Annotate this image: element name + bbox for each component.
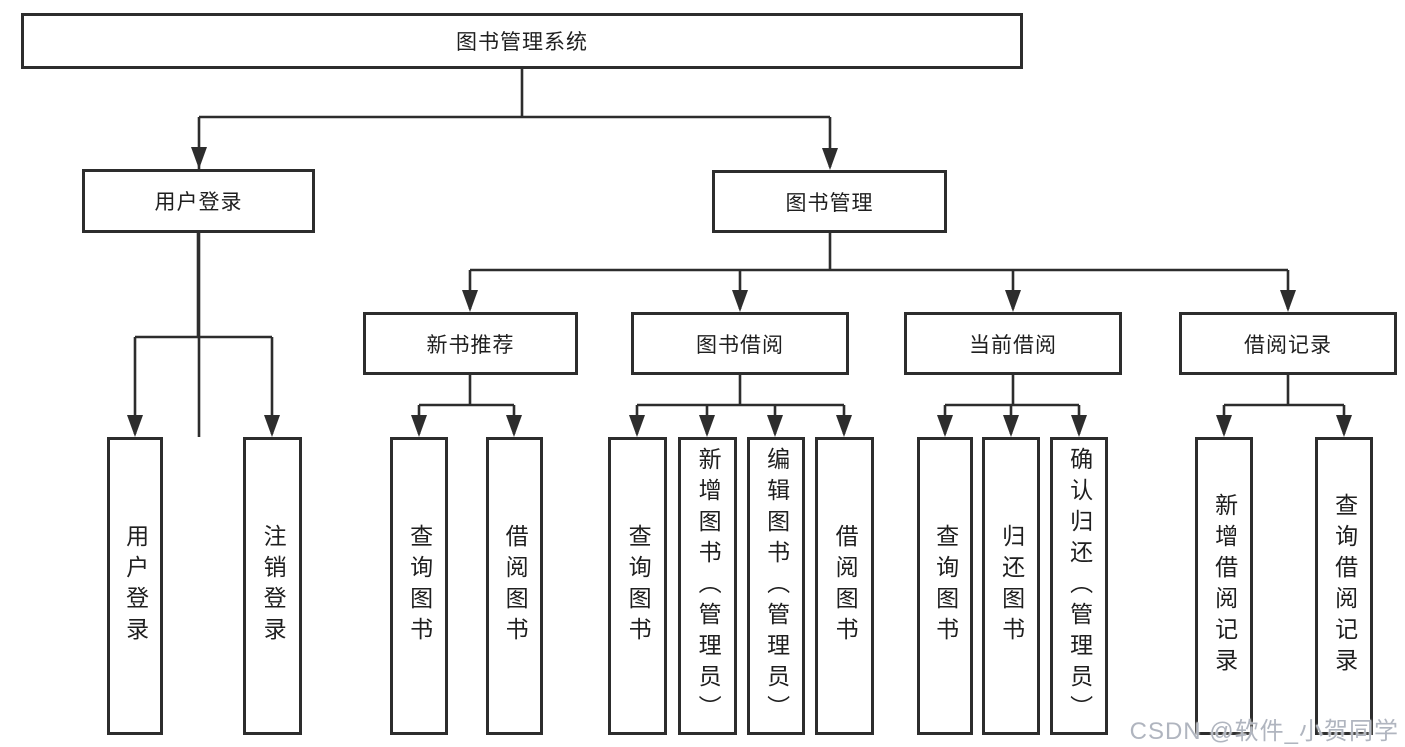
node-borrow-books-recommend: 借阅图书 [486,437,543,735]
node-edit-books-admin: 编辑图书（管理员） [747,437,805,735]
arrowheads [127,147,1352,437]
node-query-borrow-record: 查询借阅记录 [1315,437,1373,735]
node-label: 借阅图书 [832,524,859,648]
node-label: 用户登录 [122,524,149,648]
node-label: 注销登录 [260,524,287,648]
node-label: 查询借阅记录 [1331,493,1358,679]
node-label: 图书借阅 [696,333,784,357]
node-book-borrowing: 图书借阅 [631,312,849,375]
node-query-books-borrow: 查询图书 [608,437,667,735]
node-query-books-current: 查询图书 [917,437,973,735]
node-borrowing-records: 借阅记录 [1179,312,1397,375]
node-label: 图书管理系统 [456,31,588,54]
node-query-books-recommend: 查询图书 [390,437,448,735]
node-book-management-module: 图书管理 [712,170,947,233]
node-return-books: 归还图书 [982,437,1040,735]
node-label: 编辑图书（管理员） [763,446,790,726]
node-label: 新书推荐 [426,333,515,357]
node-label: 查询图书 [406,524,433,648]
node-label: 归还图书 [998,524,1025,648]
node-confirm-return-admin: 确认归还（管理员） [1050,437,1108,735]
csdn-watermark: CSDN @软件_小贺同学 [1129,718,1399,745]
connector-paths [133,68,1346,437]
node-label: 新增借阅记录 [1211,493,1238,679]
node-borrow-books-action: 借阅图书 [815,437,874,735]
node-label: 用户登录 [154,191,243,214]
node-new-book-recommend: 新书推荐 [363,312,578,375]
node-user-login-module: 用户登录 [82,169,315,233]
node-user-login-action: 用户登录 [107,437,163,735]
node-label: 新增图书（管理员） [695,446,722,726]
node-label: 确认归还（管理员） [1066,446,1093,726]
node-add-books-admin: 新增图书（管理员） [678,437,737,735]
node-label: 当前借阅 [969,333,1057,357]
node-library-management-system: 图书管理系统 [21,13,1023,69]
node-label: 借阅图书 [502,524,529,648]
node-current-borrowing: 当前借阅 [904,312,1122,375]
node-add-borrow-record: 新增借阅记录 [1195,437,1253,735]
node-logout-action: 注销登录 [243,437,302,735]
node-label: 借阅记录 [1244,333,1332,357]
node-label: 查询图书 [625,524,652,648]
node-label: 查询图书 [932,524,959,648]
node-label: 图书管理 [785,191,874,215]
